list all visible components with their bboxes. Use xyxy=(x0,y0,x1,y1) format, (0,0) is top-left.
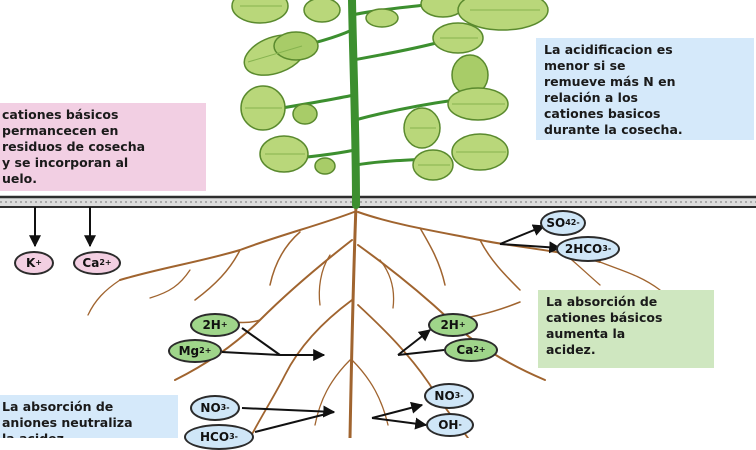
soil-surface xyxy=(0,195,756,208)
ion-hco3-top-symbol: 2HCO xyxy=(564,242,603,256)
ion-hco3-left-symbol: HCO xyxy=(200,430,230,444)
arrow-no3-to-root xyxy=(241,405,336,418)
ion-2h-right-symbol: 2H xyxy=(440,318,459,332)
arrow-root-to-no3 xyxy=(371,401,424,419)
ion-oh-symbol: OH xyxy=(438,418,459,432)
arrow-to-hco3 xyxy=(499,241,562,254)
ion-ca-right-symbol: Ca xyxy=(456,343,474,357)
acidification-note: La acidificacion es menor si se remueve … xyxy=(536,38,754,140)
arrow-line-ca-right xyxy=(397,349,445,356)
plant-leaves xyxy=(231,0,549,181)
ion-no3-left-symbol: NO xyxy=(200,401,221,415)
ion-2h-left: 2H+ xyxy=(190,313,240,337)
ion-mg-symbol: Mg xyxy=(178,344,200,358)
arrow-root-to-oh xyxy=(371,417,428,430)
residue-cations-note: cationes básicos permancecen en residuos… xyxy=(0,103,206,191)
leaf-veins xyxy=(240,5,540,166)
ion-2h-right: 2H+ xyxy=(428,313,478,337)
anion-uptake-note: La absorción de aniones neutraliza la ac… xyxy=(0,395,178,438)
arrow-hco3-line xyxy=(254,411,335,433)
flow-arrows xyxy=(29,207,562,433)
cation-uptake-note: La absorción de cationes básicos aumenta… xyxy=(538,290,714,368)
ion-2h-left-symbol: 2H xyxy=(202,318,221,332)
plant-stem xyxy=(268,0,457,209)
arrow-to-h-right xyxy=(397,329,431,356)
ion-oh: OH- xyxy=(426,413,474,437)
ion-so4-symbol: SO xyxy=(546,216,566,230)
ion-no3-right-symbol: NO xyxy=(434,389,455,403)
ion-ca-soil-symbol: Ca xyxy=(82,256,100,270)
arrow-line-h-left xyxy=(241,327,281,356)
ion-k-symbol: K xyxy=(25,256,36,270)
arrow-to-so4 xyxy=(499,224,546,245)
arrow-line-mg xyxy=(221,351,281,356)
ion-k: K+ xyxy=(14,251,54,275)
